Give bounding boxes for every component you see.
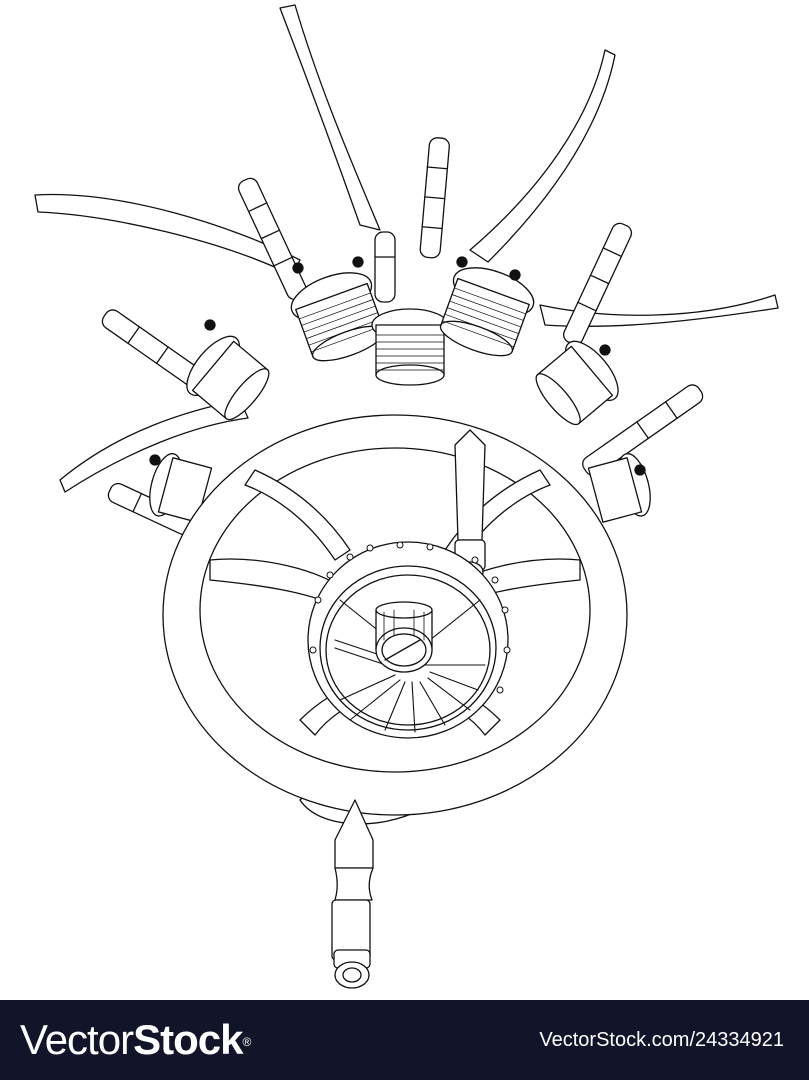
watermark-bar: VectorStock® VectorStock.com/24334921 — [0, 1000, 809, 1080]
starter-dog — [375, 601, 433, 673]
engine-illustration — [34, 4, 779, 989]
propeller-shaft — [331, 799, 374, 989]
logo-bold-text: Stock — [133, 1016, 243, 1063]
spark-plugs — [149, 256, 646, 476]
vectorstock-logo: VectorStock® — [20, 1016, 251, 1064]
registered-mark: ® — [242, 1035, 251, 1049]
image-credit: VectorStock.com/24334921 — [539, 1029, 784, 1051]
logo-light-text: Vector — [20, 1016, 134, 1063]
hub-bolts — [309, 541, 511, 694]
